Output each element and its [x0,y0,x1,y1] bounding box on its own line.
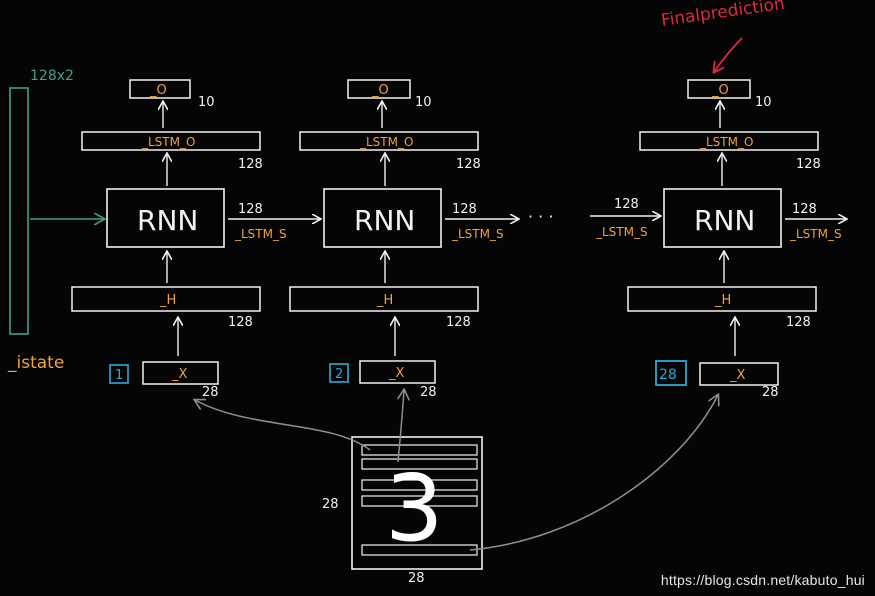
lstm-o-box-1 [81,131,261,151]
h-box-28 [627,286,817,312]
output-box-28 [687,79,751,99]
step-label-1: 1 [115,368,123,383]
rnn-label-2: RNN [354,204,415,237]
lstm-o-label-1: _LSTM_O [141,135,195,149]
lstm-s-size-1: 128 [238,202,263,217]
lstm-s-size-2: 128 [452,202,477,217]
istate-label: _istate [7,353,64,373]
output-box-2 [347,79,411,99]
output-size-1: 10 [198,95,215,110]
image-width-label: 28 [408,571,425,586]
image-row-2 [361,458,478,470]
rnn-label-1: RNN [137,204,198,237]
rnn-column-28: 128 _LSTM_S _O 10 _LSTM_O 128 RNN 128 _L… [590,79,846,400]
final-prediction-label: Finalprediction [660,0,786,31]
step-label-28: 28 [659,367,677,383]
step-badge-28 [655,360,687,386]
final-prediction-annotation: Finalprediction [660,0,786,72]
output-label-2: _O [371,83,389,98]
h-size-28: 128 [786,315,811,330]
h-size-1: 128 [228,315,253,330]
h-size-2: 128 [446,315,471,330]
image-row-4 [361,495,478,507]
output-label-28: _O [711,83,729,98]
x-label-1: _X [171,367,188,382]
lstm-s-label-1: _LSTM_S [234,227,287,241]
output-box-1 [129,79,191,99]
h-box-2 [289,286,479,312]
lstm-o-size-2: 128 [456,157,481,172]
istate-size-label: 128x2 [30,68,74,84]
lstm-o-box-2 [299,131,479,151]
x-size-28: 28 [762,385,779,400]
row-to-input-arrows [195,390,718,551]
rnn-cell-28 [663,188,782,248]
watermark: https://blog.csdn.net/kabuto_hui [660,572,865,588]
h-box-1 [71,286,261,312]
x-label-28: _X [729,368,746,383]
rnn-label-28: RNN [694,204,755,237]
x-box-2 [359,360,436,384]
h-label-28: _H [714,293,731,308]
x-label-2: _X [388,366,405,381]
x-box-28 [699,362,779,386]
lstm-s-size-28: 128 [792,202,817,217]
lstm-o-label-2: _LSTM_O [359,135,413,149]
image-row-3 [361,479,478,491]
step-badge-1 [109,364,129,384]
output-label-1: _O [149,83,167,98]
image-frame [351,436,483,570]
lstm-o-box-28 [639,131,819,151]
lstm-s-label-2: _LSTM_S [451,227,504,241]
lstm-o-size-28: 128 [796,157,821,172]
h-label-1: _H [159,293,176,308]
in-size-28: 128 [614,197,639,212]
digit-three: 3 [385,455,444,562]
step-label-2: 2 [335,367,343,382]
input-image: 3 28 28 [322,436,483,586]
lstm-o-label-28: _LSTM_O [699,135,753,149]
ellipsis: · · · [528,207,553,226]
rnn-cell-1 [106,188,225,248]
output-size-28: 10 [755,95,772,110]
istate-block: 128x2 _istate [7,68,104,373]
rnn-cell-2 [323,188,442,248]
x-size-2: 28 [420,385,437,400]
image-row-1 [361,444,478,456]
rnn-column-2: _O 10 _LSTM_O 128 RNN 128 _LSTM_S _H 128… [289,79,518,400]
x-size-1: 28 [202,385,219,400]
lstm-o-size-1: 128 [238,157,263,172]
image-height-label: 28 [322,497,339,512]
rnn-column-1: _O 10 _LSTM_O 128 RNN 128 _LSTM_S _H 128… [71,79,320,400]
step-badge-2 [329,363,349,383]
in-label-28: _LSTM_S [595,225,648,239]
output-size-2: 10 [415,95,432,110]
x-box-1 [142,361,219,385]
lstm-s-label-28: _LSTM_S [789,227,842,241]
h-label-2: _H [376,293,393,308]
